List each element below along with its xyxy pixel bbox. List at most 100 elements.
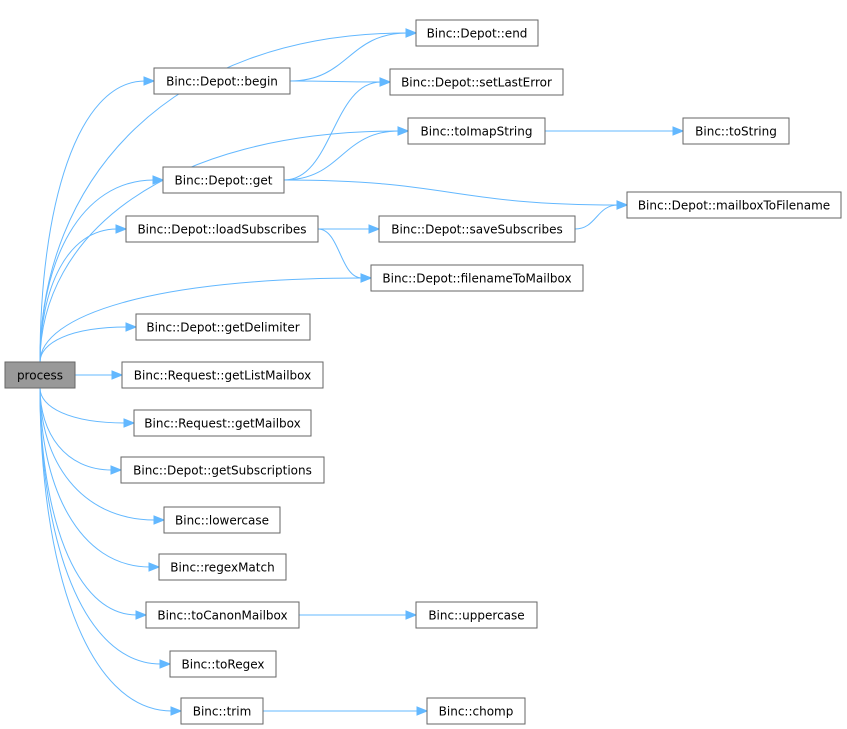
arrowhead-icon [125,322,138,332]
node-lowercase[interactable]: Binc::lowercase [163,506,281,534]
arrowhead-icon [360,273,373,283]
arrowhead-icon [397,126,410,136]
node-toRegex[interactable]: Binc::toRegex [169,650,277,678]
edge-line [283,81,382,181]
node-label: Binc::Depot::end [427,27,528,41]
node-filenameToMailbox[interactable]: Binc::Depot::filenameToMailbox [370,264,584,292]
edge-loadSubscribes-to-saveSubscribes [317,224,381,234]
node-mailboxToFilename[interactable]: Binc::Depot::mailboxToFilename [626,191,842,219]
arrowhead-icon [159,659,172,669]
edge-line [39,277,363,363]
edge-line [283,130,400,181]
node-toString[interactable]: Binc::toString [682,117,790,145]
edge-begin-to-end [289,28,418,82]
edge-get-to-toImapString [283,126,410,181]
node-toCanonMailbox[interactable]: Binc::toCanonMailbox [145,601,300,629]
edge-line [39,387,162,665]
node-uppercase[interactable]: Binc::uppercase [415,601,538,629]
edge-line [289,32,408,82]
edge-line [39,130,400,363]
node-regexMatch[interactable]: Binc::regexMatch [158,553,287,581]
edge-line [39,387,173,712]
arrowhead-icon [672,126,685,136]
edge-line [39,387,156,521]
node-label: Binc::toImapString [421,125,533,139]
node-label: Binc::Depot::mailboxToFilename [638,199,830,213]
node-label: Binc::Depot::get [175,174,273,188]
edge-line [39,387,151,568]
arrowhead-icon [110,465,123,475]
node-label: Binc::lowercase [175,514,269,528]
node-setLastError[interactable]: Binc::Depot::setLastError [389,68,564,96]
node-chomp[interactable]: Binc::chomp [426,697,526,725]
arrowhead-icon [123,418,136,428]
node-label: Binc::Depot::filenameToMailbox [382,272,571,286]
arrowhead-icon [379,77,392,87]
node-getMailbox[interactable]: Binc::Request::getMailbox [133,409,312,437]
edge-line [39,387,126,424]
edge-toCanonMailbox-to-uppercase [298,610,418,620]
edge-process-to-getSubscriptions [39,387,123,475]
edge-process-to-trim [39,387,183,716]
node-label: Binc::Request::getMailbox [144,417,300,431]
edge-process-to-toRegex [39,387,172,669]
edge-begin-to-setLastError [289,77,392,87]
node-label: process [17,369,63,383]
node-label: Binc::Depot::setLastError [401,76,552,90]
edge-line [39,387,113,471]
arrowhead-icon [153,515,166,525]
arrowhead-icon [115,224,128,234]
edge-process-to-getDelimiter [39,322,138,363]
node-label: Binc::regexMatch [170,561,274,575]
node-label: Binc::Request::getListMailbox [134,369,311,383]
arrowhead-icon [170,706,183,716]
edge-process-to-begin [39,76,156,363]
edges [39,28,685,716]
node-label: Binc::trim [193,705,252,719]
edge-line [39,80,146,363]
arrowhead-icon [368,224,381,234]
edge-get-to-mailboxToFilename [283,179,629,210]
edge-saveSubscribes-to-mailboxToFilename [574,200,629,230]
edge-process-to-lowercase [39,387,166,525]
node-label: Binc::Depot::loadSubscribes [137,223,306,237]
node-loadSubscribes[interactable]: Binc::Depot::loadSubscribes [125,215,319,243]
edge-line [39,387,138,616]
edge-process-to-regexMatch [39,387,161,572]
edge-line [574,204,619,230]
arrowhead-icon [616,200,629,210]
edge-toImapString-to-toString [545,126,685,136]
node-begin[interactable]: Binc::Depot::begin [153,67,291,95]
edge-get-to-setLastError [283,77,392,181]
node-toImapString[interactable]: Binc::toImapString [407,117,546,145]
edge-line [39,228,118,363]
node-label: Binc::Depot::getDelimiter [146,321,299,335]
arrowhead-icon [405,610,418,620]
arrowhead-icon [152,175,165,185]
node-getSubscriptions[interactable]: Binc::Depot::getSubscriptions [120,456,325,484]
node-getDelimiter[interactable]: Binc::Depot::getDelimiter [135,313,311,341]
arrowhead-icon [416,706,429,716]
node-label: Binc::Depot::begin [166,75,278,89]
node-label: Binc::uppercase [428,609,524,623]
node-process[interactable]: process [4,361,76,389]
edge-line [317,228,363,279]
node-end[interactable]: Binc::Depot::end [415,19,539,47]
node-get[interactable]: Binc::Depot::get [162,166,285,194]
arrowhead-icon [111,370,124,380]
node-trim[interactable]: Binc::trim [180,697,264,725]
node-label: Binc::chomp [439,705,514,719]
node-label: Binc::toCanonMailbox [157,609,287,623]
node-saveSubscribes[interactable]: Binc::Depot::saveSubscribes [378,215,576,243]
node-label: Binc::Depot::getSubscriptions [133,464,312,478]
node-label: Binc::toString [695,125,777,139]
edge-loadSubscribes-to-filenameToMailbox [317,228,373,283]
edge-line [289,80,382,83]
edge-process-to-getListMailbox [75,370,124,380]
arrowhead-icon [148,562,161,572]
node-getListMailbox[interactable]: Binc::Request::getListMailbox [121,361,324,389]
arrowhead-icon [135,610,148,620]
node-label: Binc::Depot::saveSubscribes [391,223,563,237]
arrowhead-icon [405,28,418,38]
